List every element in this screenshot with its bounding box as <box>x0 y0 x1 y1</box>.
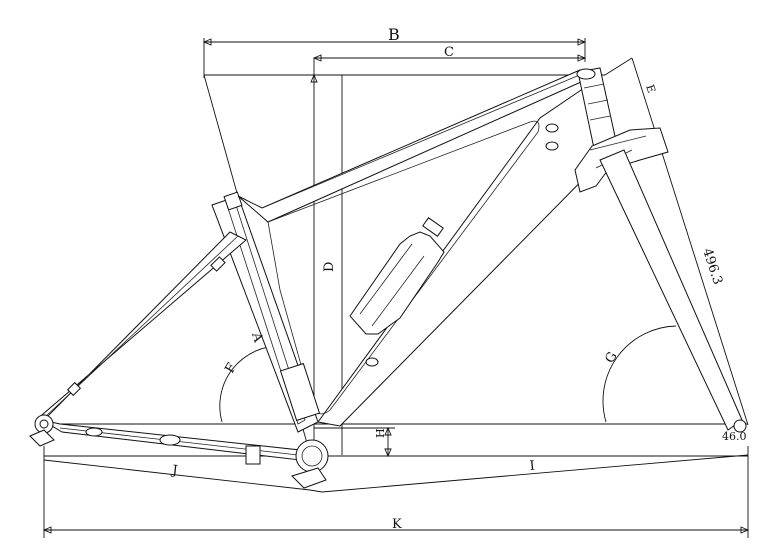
label-k: K <box>392 517 402 532</box>
water-bottle <box>349 217 445 335</box>
label-i: I <box>529 459 535 474</box>
label-a: A <box>248 330 266 345</box>
label-d: D <box>322 262 337 272</box>
label-c: C <box>444 45 454 60</box>
label-h: H <box>374 428 387 438</box>
frame-outline <box>29 67 747 489</box>
label-g: G <box>602 350 620 366</box>
label-fork-offset: 46.0 <box>722 430 747 443</box>
label-fork-length: 496.3 <box>699 247 725 287</box>
seat-tube-thread <box>279 362 321 422</box>
label-j: J <box>170 463 179 479</box>
label-e: E <box>643 83 658 95</box>
label-b: B <box>388 25 400 44</box>
